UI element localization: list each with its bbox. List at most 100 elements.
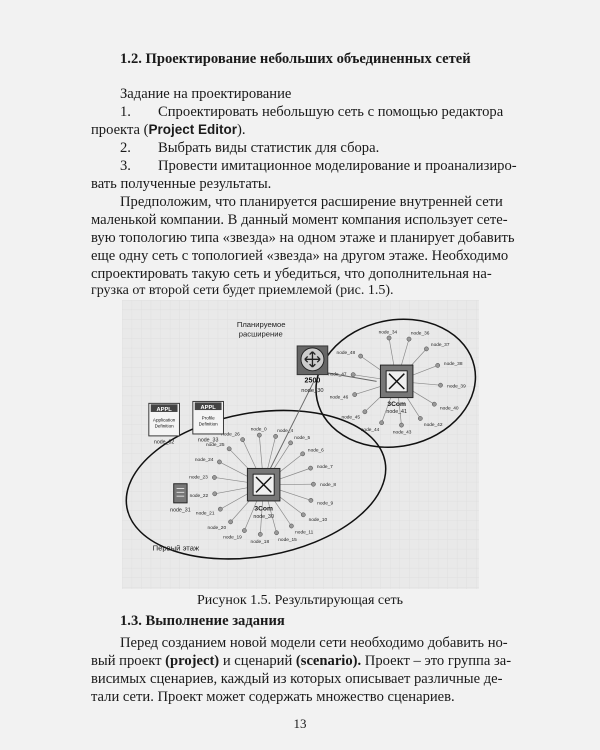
node-label: node_19 — [223, 535, 242, 541]
label-expansion: расширение — [239, 329, 283, 338]
paragraph-line: Перед созданием новой модели сети необхо… — [120, 635, 508, 651]
item-bold: Project Editor — [148, 122, 238, 137]
workstation-node — [240, 437, 245, 442]
workstation-node — [212, 475, 217, 480]
item-text: ). — [237, 122, 246, 138]
node-label: node_15 — [278, 537, 297, 543]
node-label: node_22 — [190, 493, 209, 499]
profile-definition: APPL Profile Definition node_33 — [192, 400, 224, 444]
server-icon — [173, 483, 188, 504]
node-label: node_21 — [196, 510, 215, 516]
item-number: 3. — [120, 158, 131, 174]
network-figure: Планируемое расширение Первый этаж node_… — [122, 300, 479, 589]
node-label: node_6 — [308, 448, 324, 454]
item-number: 1. — [120, 104, 131, 120]
section-title: 1.3. Выполнение задания — [120, 613, 285, 629]
link — [263, 382, 314, 483]
paragraph-line: маленькой компании. В данный момент комп… — [91, 212, 508, 228]
paragraph-line: еще одну сеть с топологией «звезда» на д… — [91, 248, 509, 264]
workstation-node — [435, 363, 441, 368]
router-label: 2500 — [305, 376, 321, 384]
node-label: node_31 — [170, 507, 191, 513]
node-label: node_8 — [320, 482, 336, 488]
workstation-node — [438, 382, 443, 388]
node-label: node_33 — [198, 438, 219, 444]
node-label: node_47 — [328, 372, 347, 378]
node-label: node_34 — [379, 329, 398, 335]
workstation-node — [424, 346, 429, 352]
text-bold: (project) — [165, 653, 220, 669]
workstation-node — [352, 392, 358, 397]
workstation-node — [308, 497, 314, 503]
switch-node-label: node_30 — [253, 514, 274, 520]
appl-label: APPL — [156, 407, 172, 413]
item-text: Выбрать виды статистик для сбора. — [158, 140, 380, 156]
text-run: и сценарий — [219, 653, 296, 669]
workstation-node — [256, 432, 262, 438]
node-label: node_10 — [309, 517, 328, 523]
figure-caption: Рисунок 1.5. Результирующая сеть — [197, 593, 403, 608]
task-item-2: 2. Выбрать виды статистик для сбора. — [120, 139, 379, 157]
node-label: node_24 — [195, 457, 214, 463]
workstation-node — [274, 530, 279, 536]
switch-expansion: 3Com node_41 — [379, 364, 414, 415]
router: 2500 node_30 — [296, 345, 329, 394]
switch-floor: 3Com node_30 — [246, 467, 281, 520]
node-label: node_18 — [251, 539, 270, 545]
node-label: node_42 — [424, 422, 443, 428]
profile-def-text: Profile — [202, 416, 215, 421]
node-label: node_36 — [411, 331, 430, 337]
node-label: node_4 — [277, 428, 293, 434]
node-label: node_39 — [447, 384, 466, 390]
workstation-node — [362, 409, 368, 415]
paragraph-line: тали сети. Проект может содержать множес… — [91, 689, 455, 705]
link — [320, 371, 377, 382]
node-label: node_38 — [444, 361, 463, 367]
workstation-node — [300, 512, 306, 518]
workstation-node — [379, 420, 384, 426]
server: node_31 — [170, 483, 191, 513]
workstation-node — [242, 528, 247, 533]
item-text: Спроектировать небольшую сеть с помощью … — [158, 104, 504, 120]
node-label: node_7 — [317, 464, 333, 470]
node-label: node_32 — [154, 440, 175, 446]
paragraph-line: висимых сценариев, каждый из которых опи… — [91, 671, 503, 687]
appl-label: APPL — [201, 405, 217, 411]
node-label: node_0 — [251, 426, 267, 432]
workstation-node — [399, 422, 404, 428]
paragraph-line: спроектировать такую сеть и убедиться, ч… — [91, 266, 492, 282]
node-label: node_20 — [208, 525, 227, 531]
paragraph-line: вый проект (project) и сценарий (scenari… — [91, 652, 511, 670]
node-label: node_46 — [330, 395, 349, 401]
workstation-node — [386, 335, 392, 341]
workstation-node — [217, 459, 222, 465]
text-run: Проект – это группа за- — [361, 653, 512, 669]
page-number: 13 — [293, 716, 307, 731]
node-label: node_11 — [295, 529, 314, 535]
router-node-label: node_30 — [301, 388, 323, 394]
text-bold: (scenario). — [295, 653, 362, 669]
workstation-node — [406, 336, 412, 342]
paragraph-line: вую топологию типа «звезда» на одном эта… — [91, 230, 515, 246]
node-label: node_45 — [341, 414, 360, 420]
switch-label: 3Com — [387, 401, 406, 408]
workstation-node — [308, 465, 313, 471]
task-heading: Задание на проектирование — [120, 86, 292, 102]
expansion-ellipse — [315, 318, 477, 449]
workstation-node — [226, 446, 232, 452]
task-item-3: 3. Провести имитационное моделирование и… — [120, 157, 517, 175]
text-run: вый проект — [91, 653, 166, 669]
item-number: 2. — [120, 140, 131, 156]
node-label: node_48 — [337, 350, 356, 356]
workstation-node — [257, 531, 263, 537]
task-item-3-cont: вать полученные результаты. — [91, 176, 272, 192]
node-label: node_43 — [393, 430, 412, 436]
workstation-node — [212, 491, 218, 497]
workstation-node — [289, 523, 294, 529]
section-title: 1.2. Проектирование небольших объединенн… — [120, 51, 471, 67]
workstation-node — [217, 506, 223, 512]
label-expansion: Планируемое — [237, 320, 286, 329]
paragraph-line: грузка от второй сети будет приемлемой (… — [91, 283, 394, 298]
